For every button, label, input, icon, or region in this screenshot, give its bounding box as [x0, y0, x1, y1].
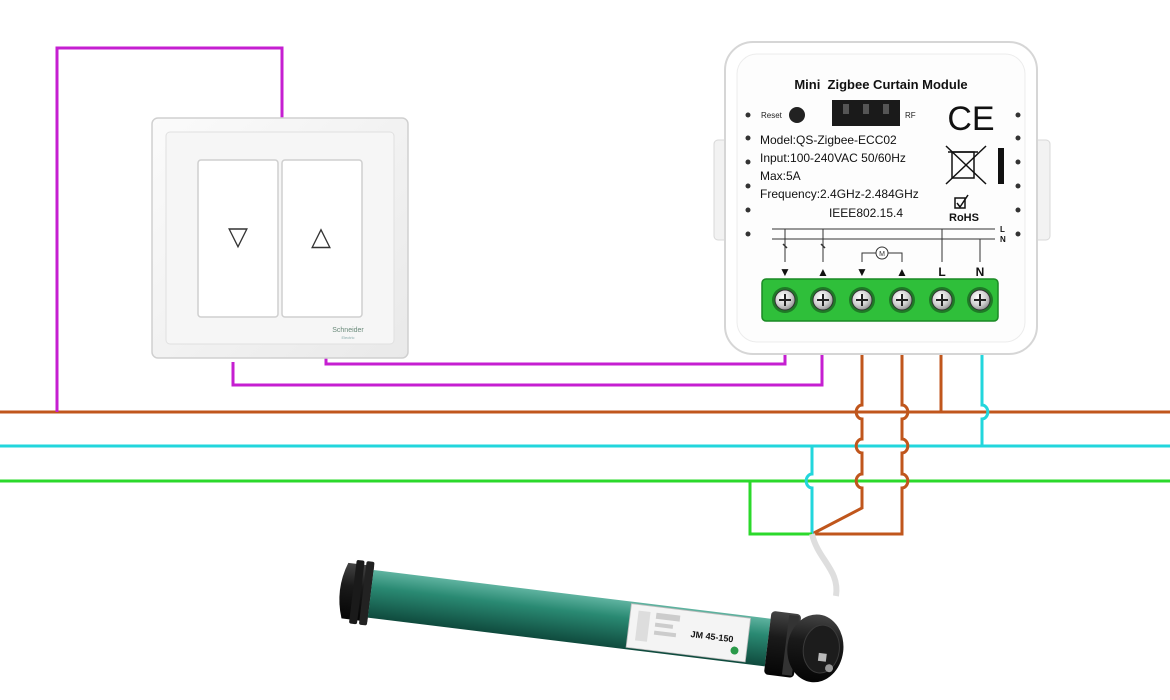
switch-up-symbol: △: [311, 221, 331, 251]
motor-wire-down: [811, 352, 864, 536]
terminal-screw[interactable]: [929, 287, 955, 313]
switch-up-rocker[interactable]: [281, 159, 363, 318]
module-title: Mini Zigbee Curtain Module: [794, 77, 967, 92]
terminal-screw[interactable]: [772, 287, 798, 313]
circuit-schematic: [772, 228, 995, 262]
motor-cable: [809, 533, 840, 597]
ce-mark: CE: [947, 100, 994, 138]
rohs-check-icon: [954, 194, 969, 209]
terminal-screw[interactable]: [849, 287, 875, 313]
terminal-block: [761, 278, 999, 322]
wall-switch: ▽ △ Schneider Electric: [151, 117, 409, 359]
reset-button[interactable]: [789, 107, 805, 123]
terminal-label-1: ▼: [779, 265, 791, 279]
motor-limit-screw[interactable]: [817, 652, 827, 662]
bus-label-l: L: [1000, 225, 1005, 234]
motor-symbol: M: [879, 251, 885, 258]
rf-label: RF: [905, 111, 916, 120]
bus-label-n: N: [1000, 235, 1006, 244]
module-vent-dots: [745, 112, 1021, 237]
terminal-screw[interactable]: [967, 287, 993, 313]
rohs-label: RoHS: [949, 212, 979, 224]
terminal-label-3: ▼: [856, 265, 868, 279]
terminal-screw[interactable]: [889, 287, 915, 313]
motor-wire-up: [748, 352, 910, 536]
terminal-screw[interactable]: [810, 287, 836, 313]
motor-head: [764, 611, 844, 683]
motor-neutral-wire: [804, 446, 814, 534]
switch-down-wire: [231, 350, 824, 387]
terminal-label-5: L: [938, 265, 945, 279]
reset-label: Reset: [761, 111, 783, 120]
module-wires: [748, 352, 990, 597]
terminal-label-6: N: [976, 265, 985, 279]
spec-frequency: Frequency:2.4GHz-2.484GHz: [760, 187, 919, 201]
module-neutral-wire: [980, 352, 990, 446]
spec-protocol: IEEE802.15.4: [829, 206, 903, 220]
spec-model: Model:QS-Zigbee-ECC02: [760, 133, 897, 147]
switch-brand-sub: Electric: [341, 335, 354, 340]
weee-bar: [998, 148, 1004, 184]
switch-brand-logo: Schneider: [332, 327, 364, 334]
module-face: [736, 53, 1026, 343]
switch-down-rocker[interactable]: [197, 159, 279, 318]
weee-bin-icon: [945, 145, 987, 185]
spec-max: Max:5A: [760, 169, 801, 183]
motor-earth-wire: [748, 481, 812, 536]
tubular-motor: JM 45-150: [339, 560, 844, 683]
terminal-screws: [772, 287, 993, 313]
terminal-label-4: ▲: [896, 265, 908, 279]
spec-input: Input:100-240VAC 50/60Hz: [760, 151, 906, 165]
bus-lines: [0, 410, 1170, 483]
switch-down-symbol: ▽: [228, 221, 248, 251]
switch-live-wire: [55, 46, 284, 412]
motor-label: JM 45-150: [625, 603, 751, 663]
terminal-label-2: ▲: [817, 265, 829, 279]
curtain-module: Mini Zigbee Curtain Module Reset RF Mode…: [713, 41, 1051, 355]
motor-symbol-circle: [875, 246, 889, 260]
